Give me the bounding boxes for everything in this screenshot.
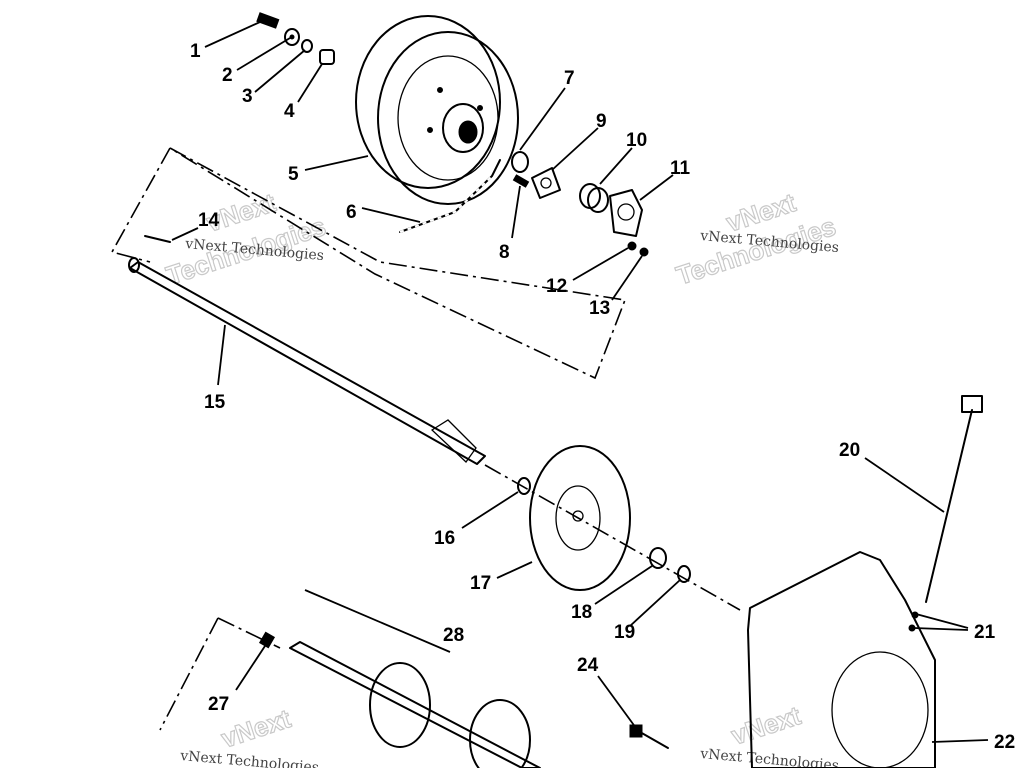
- callout-4: 4: [284, 101, 295, 122]
- callout-17: 17: [470, 573, 491, 594]
- callout-7: 7: [564, 68, 575, 89]
- nut-part-12: [627, 241, 637, 251]
- watermark-vnext-4: vNext: [728, 700, 805, 751]
- chaincase-part-22: [747, 551, 936, 768]
- callout-11: 11: [670, 158, 691, 179]
- jackshaft-part-15: [128, 257, 486, 465]
- callout-28: 28: [443, 625, 464, 646]
- oring-part-7: [511, 151, 529, 173]
- callout-13: 13: [589, 298, 610, 319]
- callout-9: 9: [596, 111, 607, 132]
- callout-8: 8: [499, 242, 510, 263]
- callout-19: 19: [614, 622, 635, 643]
- bearing-part-18: [649, 547, 667, 569]
- nut-part-13: [639, 247, 649, 257]
- watermark-group: vNext Technologies vNext Technologies vN…: [162, 187, 840, 768]
- oring-part-19: [677, 565, 691, 583]
- callout-6: 6: [346, 202, 357, 223]
- callout-2: 2: [222, 65, 233, 86]
- leader-lines: [171, 21, 989, 743]
- callout-labels: 1 2 3 4 5 6 7 8 9 10 11 12 13 14 15 16 1…: [190, 41, 1015, 753]
- callout-24: 24: [577, 655, 599, 676]
- washer-part-2: [284, 28, 300, 46]
- callout-20: 20: [839, 440, 860, 461]
- callout-14: 14: [198, 210, 220, 231]
- callout-21: 21: [974, 622, 996, 643]
- spacer-part-4: [319, 49, 335, 65]
- brake-disc-part-17: [529, 445, 631, 591]
- callout-22: 22: [994, 732, 1015, 753]
- callout-3: 3: [242, 86, 253, 107]
- bearing-flange-part-11: [609, 189, 643, 237]
- pin-part-14: [144, 235, 171, 243]
- bolt-part-1: [256, 12, 280, 29]
- callout-16: 16: [434, 528, 455, 549]
- washer-part-3: [301, 39, 313, 53]
- watermark-caption-3: vNext Technologies: [179, 748, 320, 768]
- driven-pulley-part-5: [355, 15, 519, 205]
- callout-1: 1: [190, 41, 201, 62]
- callout-15: 15: [204, 392, 226, 413]
- screw-part-8: [512, 174, 530, 188]
- callout-5: 5: [288, 164, 299, 185]
- bearing-part-10: [579, 183, 609, 213]
- drive-chain-part-6: [399, 159, 501, 233]
- retainer-part-9: [531, 167, 561, 199]
- callout-18: 18: [571, 602, 592, 623]
- callout-10: 10: [626, 130, 647, 151]
- bolt-part-24: [629, 724, 669, 749]
- cable-part-20: [925, 395, 983, 603]
- oring-part-16: [517, 477, 531, 495]
- watermark-caption-4: vNext Technologies: [699, 746, 840, 768]
- drive-shaft-part-28: [289, 589, 541, 768]
- assembly-boundary: [110, 147, 741, 731]
- screw-part-27: [258, 631, 276, 649]
- callout-27: 27: [208, 694, 229, 715]
- callout-12: 12: [546, 276, 567, 297]
